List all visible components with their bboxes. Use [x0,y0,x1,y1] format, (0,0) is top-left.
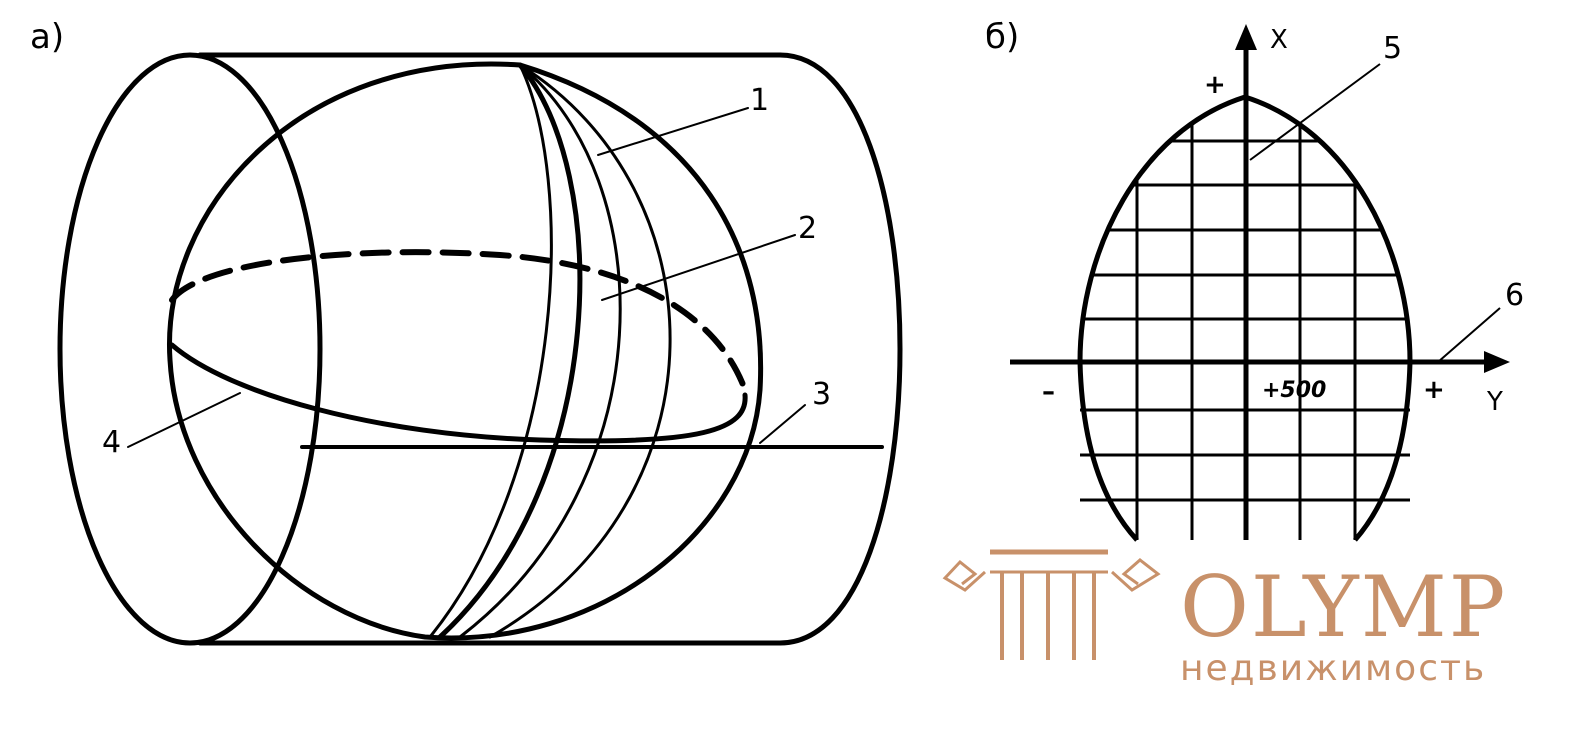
y-axis-arrowhead [1484,351,1510,373]
scroll-left [942,559,987,592]
callout-3: 3 [812,377,831,412]
y-axis-label: Y [1486,387,1503,417]
leader-line-1 [597,107,749,156]
scroll-right [1110,558,1161,592]
x-plus-sign: + [1204,70,1226,100]
equator-back [169,249,748,393]
value-label: +500 [1262,378,1326,403]
panel-a-drawing [57,52,903,646]
callout-4: 4 [102,425,121,460]
sphere-outline [167,61,764,641]
y-plus-sign: + [1423,375,1445,405]
cylinder-front-rim [57,52,323,646]
callout-1: 1 [750,83,769,118]
panel-b-label: б) [985,17,1019,57]
panel-b-drawing [1010,24,1510,542]
leader-line-2 [601,234,796,301]
meridian-arc-2 [437,62,583,640]
dome-lower-left [1077,361,1139,542]
panel-a-label: а) [30,17,64,57]
watermark-logo [942,549,1161,660]
watermark-brand: OLYMP [1180,558,1507,656]
watermark-subtitle: недвижимость [1180,648,1486,689]
meridian-arc-inner [428,63,553,639]
dome-lower-right [1353,361,1413,542]
x-axis-label: X [1270,25,1288,55]
y-minus-sign: – [1042,377,1055,407]
equator-front [169,342,748,444]
leader-line-5 [1249,63,1381,161]
cylinder-back-arc [777,52,903,646]
meridian-arc-3 [458,63,622,639]
leader-line-6 [1437,307,1501,363]
callout-6: 6 [1505,278,1524,313]
callout-5: 5 [1383,31,1402,66]
callout-2: 2 [798,211,817,246]
leader-line-4 [127,392,241,448]
leader-line-3 [759,404,806,444]
meridian-arc-4 [488,63,672,639]
x-axis-arrowhead [1235,24,1257,50]
